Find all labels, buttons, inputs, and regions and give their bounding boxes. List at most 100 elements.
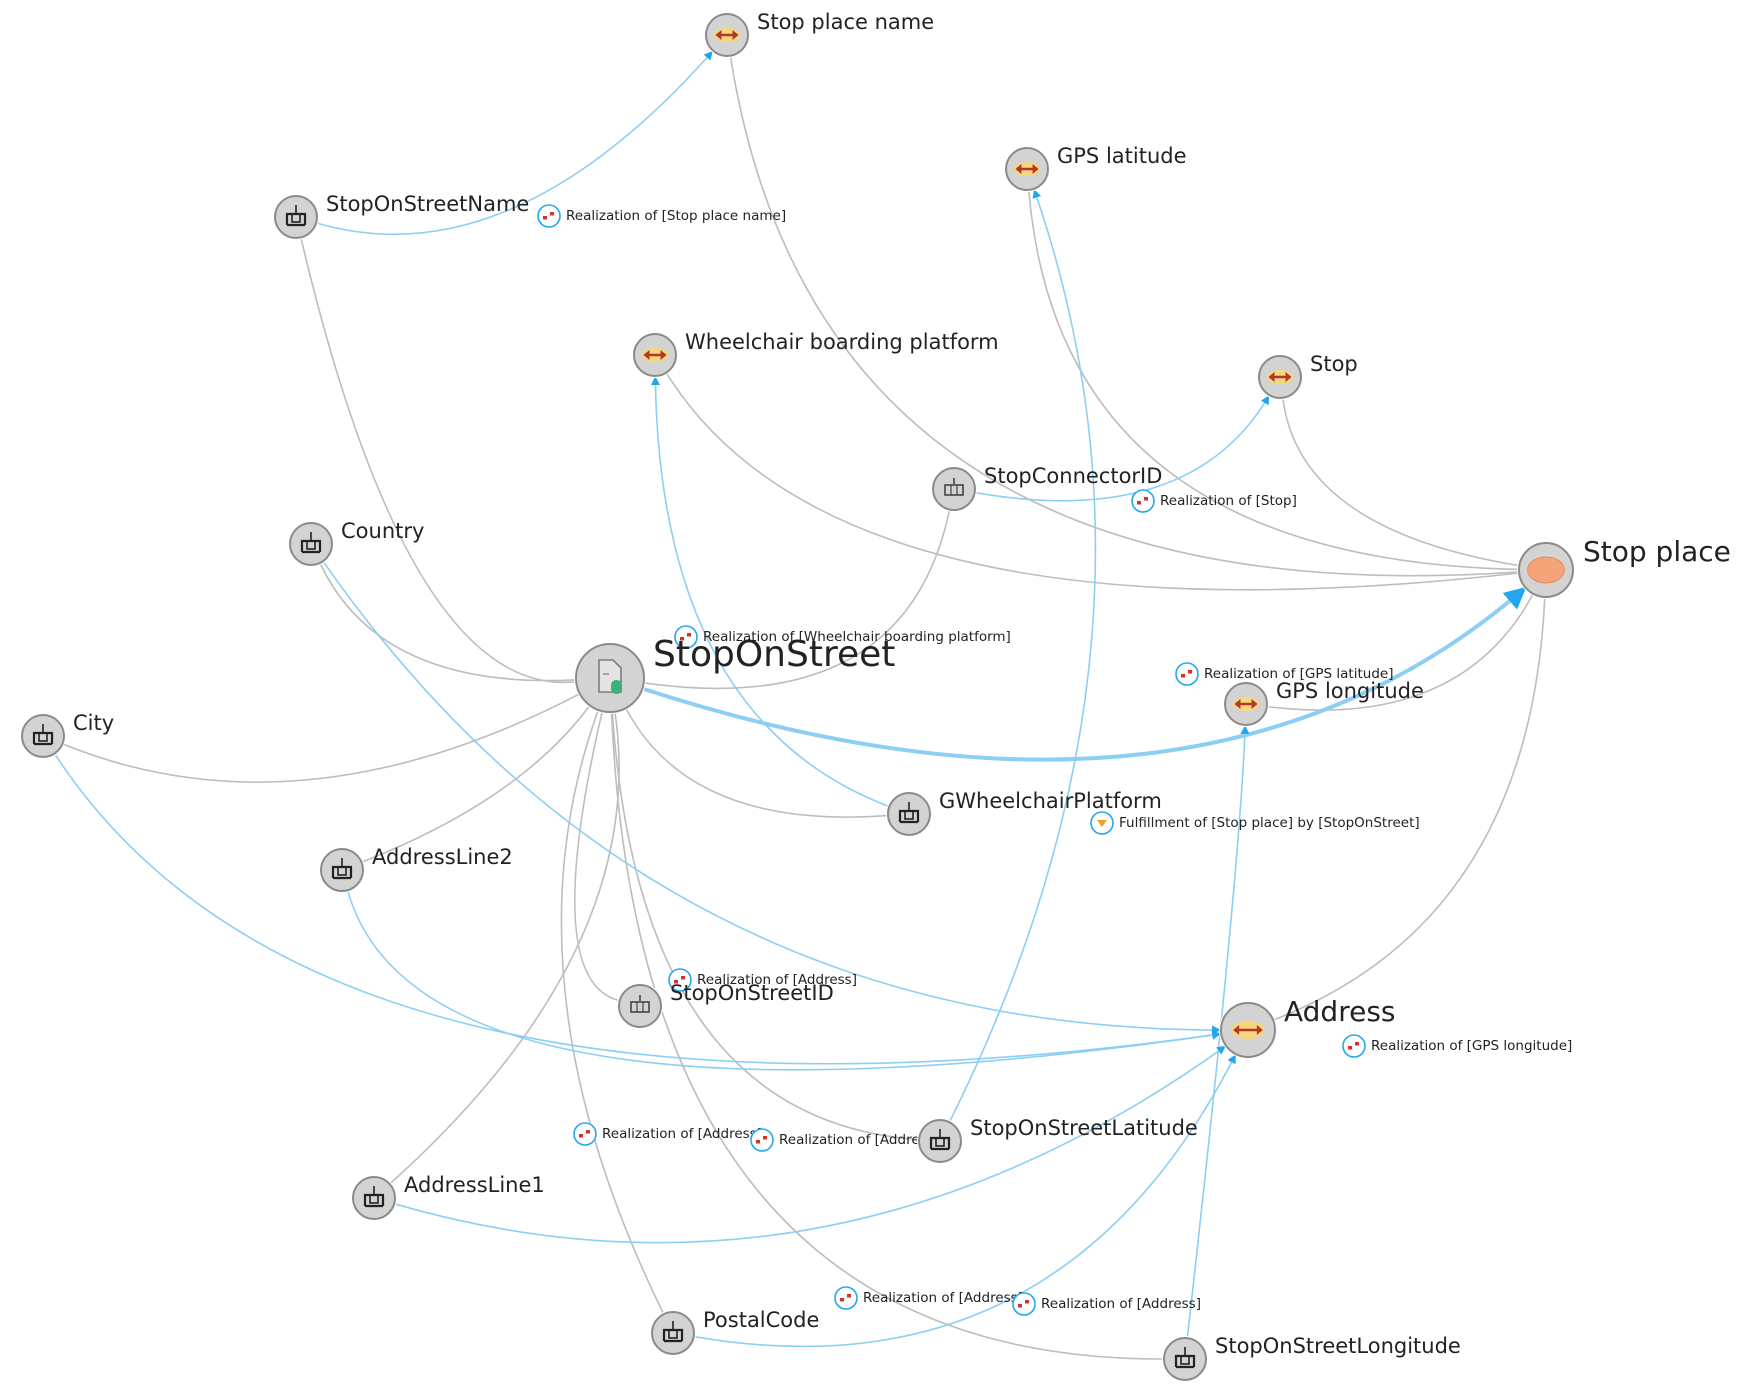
edge-label-text: Realization of [Address] (697, 972, 857, 988)
association-edge-stop_on_street-to-city[interactable] (63, 692, 581, 783)
node-stop-on-street-name[interactable]: StopOnStreetName (273, 192, 529, 240)
node-label: AddressLine2 (372, 845, 513, 869)
edge-label-text: Realization of [Address] (1041, 1296, 1201, 1312)
business-object-icon (1527, 556, 1565, 584)
association-edge-stop_on_street-to-address_line2[interactable] (362, 704, 591, 863)
node-stop[interactable]: Stop (1257, 352, 1358, 400)
realization-edge-stop_on_street_latitude-to-gps_latitude[interactable] (948, 188, 1097, 1123)
association-edge-stop_on_street-to-stop_connector_id[interactable] (643, 510, 951, 690)
edge-label-22[interactable]: Realization of [GPS longitude] (1342, 1034, 1572, 1058)
association-edge-stop_place-to-gps_latitude[interactable] (1028, 190, 1520, 571)
edge-label-text: Realization of [Address] (779, 1132, 939, 1148)
association-edge-stop_on_street-to-stop_on_street_latitude[interactable] (611, 711, 919, 1141)
fulfillment-edge-stop_on_street-to-stop_place[interactable] (641, 586, 1527, 762)
node-address-line2[interactable]: AddressLine2 (319, 845, 513, 893)
association-edge-stop_place-to-address[interactable] (1273, 596, 1546, 1021)
association-edge-stop_on_street-to-stop_on_street_name[interactable] (300, 238, 577, 684)
node-stop-on-street-id[interactable]: StopOnStreetID (617, 981, 834, 1029)
realization-glyph-icon (1144, 497, 1148, 501)
edge-label-17[interactable]: Realization of [Stop place name] (537, 204, 786, 228)
data-object-icon (1231, 1021, 1265, 1039)
node-stop-place-name[interactable]: Stop place name (704, 10, 934, 58)
association-edge-stop_place-to-gps_longitude[interactable] (1267, 593, 1534, 711)
association-edge-stop_place-to-wheelchair_boarding_platform[interactable] (666, 373, 1520, 591)
node-stop-on-street-latitude[interactable]: StopOnStreetLatitude (917, 1116, 1198, 1164)
node-circle (887, 792, 931, 836)
edge-label-23[interactable]: Realization of [Address] (668, 968, 857, 992)
node-label: AddressLine1 (404, 1173, 545, 1197)
realization-glyph-icon (1181, 674, 1185, 678)
edge-label-text: Realization of [Address] (863, 1290, 1023, 1306)
association-edge-stop_on_street-to-country[interactable] (319, 563, 577, 682)
node-label: Country (341, 519, 424, 543)
association-edge-stop_on_street-to-stop_on_street_id[interactable] (574, 710, 619, 1002)
realization-edge-stop_on_street_name-to-stop_place_name[interactable] (315, 50, 713, 236)
table-column-icon (662, 1321, 684, 1343)
association-edge-stop_place-to-stop[interactable] (1282, 398, 1520, 567)
key-column-shape-icon (630, 1001, 650, 1013)
node-gps-latitude[interactable]: GPS latitude (1004, 144, 1187, 192)
node-address[interactable]: Address (1219, 995, 1396, 1059)
realization-glyph-icon (543, 216, 547, 220)
edge-label-18[interactable]: Realization of [Stop] (1131, 489, 1297, 513)
realization-edge-country-to-address[interactable] (322, 560, 1221, 1035)
arrowheads-icon (715, 30, 739, 40)
node-label: GPS latitude (1057, 144, 1187, 168)
node-label: StopOnStreetLatitude (970, 1116, 1198, 1140)
realization-edge-stop_connector_id-to-stop[interactable] (974, 395, 1270, 502)
node-city[interactable]: City (20, 711, 114, 759)
node-circle (618, 984, 662, 1028)
node-label: City (73, 711, 114, 735)
edge-label-text: Fulfillment of [Stop place] by [StopOnSt… (1119, 815, 1420, 831)
realization-badge-icon (1342, 1034, 1366, 1058)
node-label: Address (1284, 995, 1396, 1028)
realization-edge-stop_on_street_longitude-to-gps_longitude[interactable] (1186, 725, 1250, 1339)
association-edge-stop_on_street-to-gwheelchair_platform[interactable] (625, 707, 888, 818)
node-label: StopOnStreet (653, 634, 895, 675)
realization-edge-address_line1-to-address[interactable] (393, 1045, 1227, 1244)
edge-label-21[interactable]: Fulfillment of [Stop place] by [StopOnSt… (1090, 811, 1420, 835)
node-stop-place[interactable]: Stop place (1517, 535, 1731, 599)
association-edge-stop_on_street-to-address_line1[interactable] (389, 711, 620, 1184)
node-postal-code[interactable]: PostalCode (650, 1308, 819, 1356)
realization-badge-icon (1175, 662, 1199, 686)
node-address-line1[interactable]: AddressLine1 (351, 1173, 545, 1221)
edge-label-26[interactable]: Realization of [Address] (834, 1286, 1023, 1310)
node-gwheelchair-platform[interactable]: GWheelchairPlatform (886, 789, 1162, 837)
node-label: StopOnStreetLongitude (1215, 1334, 1461, 1358)
realization-badge-icon (668, 968, 692, 992)
edge-label-25[interactable]: Realization of [Address] (750, 1128, 939, 1152)
column-cell-icon (668, 1329, 678, 1339)
node-circle (320, 848, 364, 892)
realization-edge-address_line2-to-address[interactable] (346, 889, 1222, 1071)
realization-glyph-icon (586, 1130, 590, 1134)
realization-edge-postal_code-to-address[interactable] (693, 1054, 1237, 1348)
node-stop-on-street[interactable]: StopOnStreet (574, 634, 895, 714)
node-stop-on-street-longitude[interactable]: StopOnStreetLongitude (1162, 1334, 1461, 1382)
table-column-icon (363, 1186, 385, 1208)
node-circle (932, 467, 976, 511)
realization-glyph-icon (847, 1294, 851, 1298)
edge-label-20[interactable]: Realization of [GPS latitude] (1175, 662, 1393, 686)
node-circle (289, 522, 333, 566)
edge-label-text: Realization of [Stop place name] (566, 208, 786, 224)
node-stop-connector-id[interactable]: StopConnectorID (931, 464, 1162, 512)
realization-glyph-icon (1188, 670, 1192, 674)
association-edge-stop_on_street-to-stop_on_street_longitude[interactable] (610, 711, 1164, 1360)
node-wheelchair-boarding-platform[interactable]: Wheelchair boarding platform (632, 330, 999, 378)
realization-edge-city-to-address[interactable] (53, 753, 1222, 1065)
data-object-icon (641, 348, 669, 362)
edges-layer (53, 50, 1546, 1360)
node-gps-longitude[interactable]: GPS longitude (1223, 679, 1424, 727)
node-country[interactable]: Country (288, 519, 424, 567)
association-edge-stop_on_street-to-postal_code[interactable] (560, 709, 665, 1314)
association-edge-stop_place-to-stop_place_name[interactable] (729, 56, 1520, 577)
arrowheads-icon (1268, 372, 1292, 382)
edge-label-19[interactable]: Realization of [Wheelchair boarding plat… (674, 625, 1011, 649)
edge-label-24[interactable]: Realization of [Address] (573, 1122, 762, 1146)
edge-label-27[interactable]: Realization of [Address] (1012, 1292, 1201, 1316)
realization-edge-gwheelchair_platform-to-wheelchair_boarding_platform[interactable] (650, 376, 890, 808)
node-circle (274, 195, 318, 239)
